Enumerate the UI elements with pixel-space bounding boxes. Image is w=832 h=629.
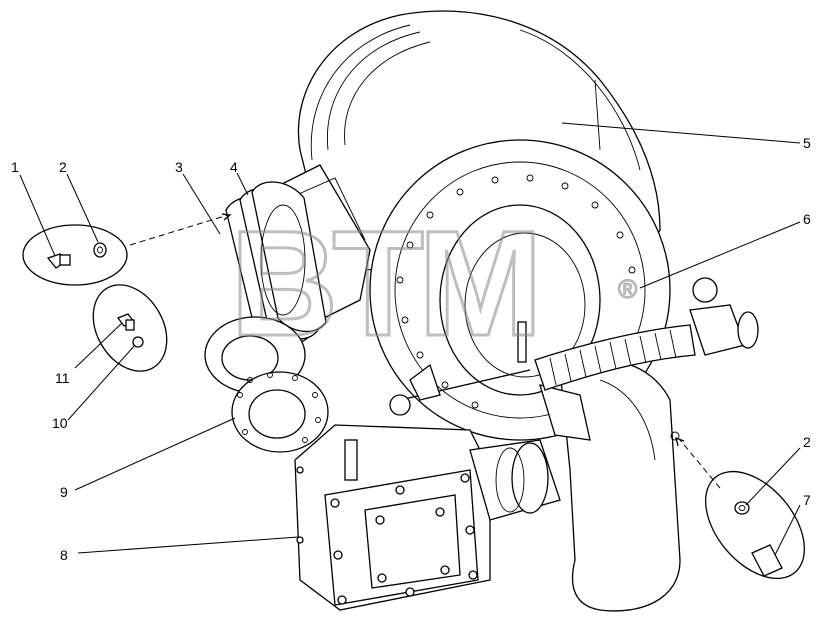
leader-lines [19,122,801,556]
svg-text:BTM: BTM [230,199,537,367]
callout-labels: 1 2 3 4 5 6 2 7 8 9 10 11 [11,135,811,563]
part-6-flex-hose [534,277,759,391]
callout-7: 7 [803,492,811,508]
callout-2: 2 [59,159,67,175]
flange-holes [237,372,321,443]
callout-8: 8 [60,547,68,563]
callout-5: 5 [803,135,811,151]
hose-ribs [549,329,677,386]
flange-bolt-holes [396,174,636,409]
callout-1: 1 [11,159,19,175]
btm-watermark: BTM ® [229,198,638,369]
part-8-valve-housing [294,424,491,611]
part-9-flange [204,316,329,453]
actuator-linkage [389,321,591,521]
callout-3: 3 [175,159,183,175]
callout-4: 4 [230,159,238,175]
svg-text:®: ® [618,274,637,304]
callout-11: 11 [55,370,70,386]
callout-6: 6 [803,211,811,227]
callout-10: 10 [52,415,68,431]
hardware-group-2-7 [675,436,806,580]
callout-9: 9 [60,484,68,500]
housing-bolts [296,466,478,605]
hardware-group-1-2 [22,213,232,286]
callout-2b: 2 [803,434,811,450]
hardware-group-10-11 [92,284,168,372]
